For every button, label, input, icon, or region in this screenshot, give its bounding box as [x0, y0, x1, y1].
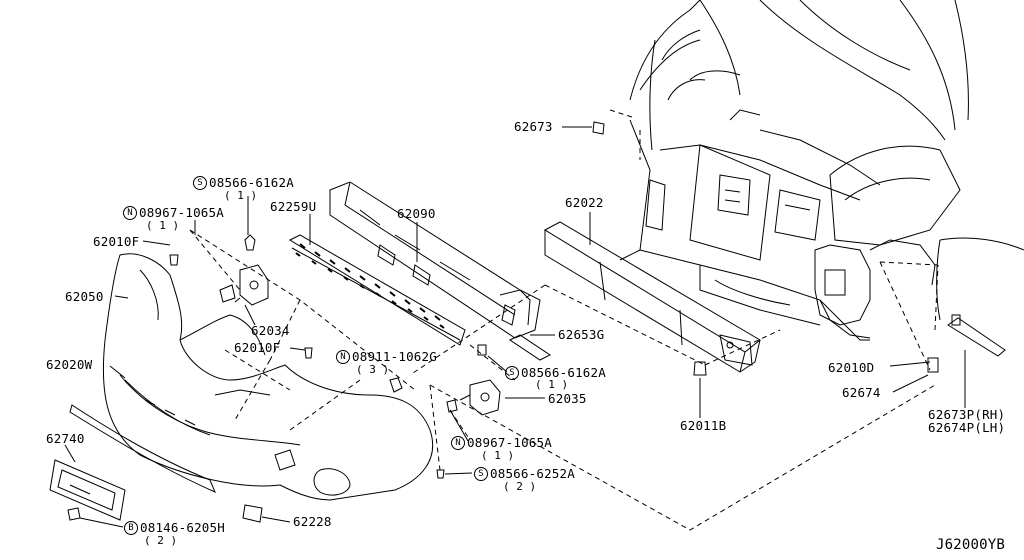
part-label-62011b: 62011B [680, 418, 727, 433]
part-label-62653g: 62653G [558, 327, 605, 342]
leader-lines [65, 127, 965, 527]
b-circle-icon: B [124, 520, 138, 535]
part-label-62674: 62674 [842, 385, 881, 400]
part-label-62010f: 62010F [93, 234, 140, 249]
fastener-number: 08566-6252A [490, 466, 575, 481]
fastener-qty: ( 1 ) [535, 378, 569, 391]
part-label-62010d: 62010D [828, 360, 875, 375]
vehicle-front-structure [620, 0, 1024, 340]
part-label-62034: 62034 [251, 323, 290, 338]
fastener-number: 08967-1065A [467, 435, 552, 450]
seal [510, 335, 550, 360]
part-label-62090: 62090 [397, 206, 436, 221]
part-label-62674p: 62674P(LH) [928, 420, 1006, 435]
license-bracket [50, 460, 125, 520]
bumper-fascia [103, 254, 432, 500]
fastener-qty: ( 1 ) [146, 219, 180, 232]
fastener-number: 08911-1062G [352, 349, 437, 364]
part-label-62010f: 62010F [234, 340, 281, 355]
n-circle-icon: N [451, 435, 465, 450]
fastener-number: 08566-6162A [521, 365, 606, 380]
energy-absorber [330, 182, 540, 338]
fastener-qty: ( 3 ) [356, 363, 390, 376]
part-label-62050: 62050 [65, 289, 104, 304]
grille [290, 235, 465, 345]
n-circle-icon: N [123, 205, 137, 220]
part-label-62020w: 62020W [46, 357, 93, 372]
n-circle-icon: N [336, 349, 350, 364]
s-circle-icon: S [193, 175, 207, 190]
part-label-62022: 62022 [565, 195, 604, 210]
part-label-62673p: 62673P(RH) [928, 407, 1006, 422]
tow-hook-cover [243, 505, 262, 522]
part-label-62035: 62035 [548, 391, 587, 406]
reinforcement-beam [545, 222, 760, 372]
fastener-qty: ( 1 ) [481, 449, 515, 462]
s-circle-icon: S [505, 365, 519, 380]
fastener-number: 08566-6162A [209, 175, 294, 190]
fastener-qty: ( 1 ) [224, 189, 258, 202]
lower-trim [70, 405, 215, 492]
part-label-62673: 62673 [514, 119, 553, 134]
fastener-qty: ( 2 ) [503, 480, 537, 493]
fastener-qty: ( 2 ) [144, 534, 178, 547]
dashed-guides [190, 110, 938, 530]
s-circle-icon: S [474, 466, 488, 481]
part-label-62740: 62740 [46, 431, 85, 446]
fastener-number: 08146-6205H [140, 520, 225, 535]
diagram-code: J62000YB [936, 537, 1006, 553]
part-label-62259u: 62259U [270, 199, 317, 214]
part-label-62228: 62228 [293, 514, 332, 529]
fastener-number: 08967-1065A [139, 205, 224, 220]
